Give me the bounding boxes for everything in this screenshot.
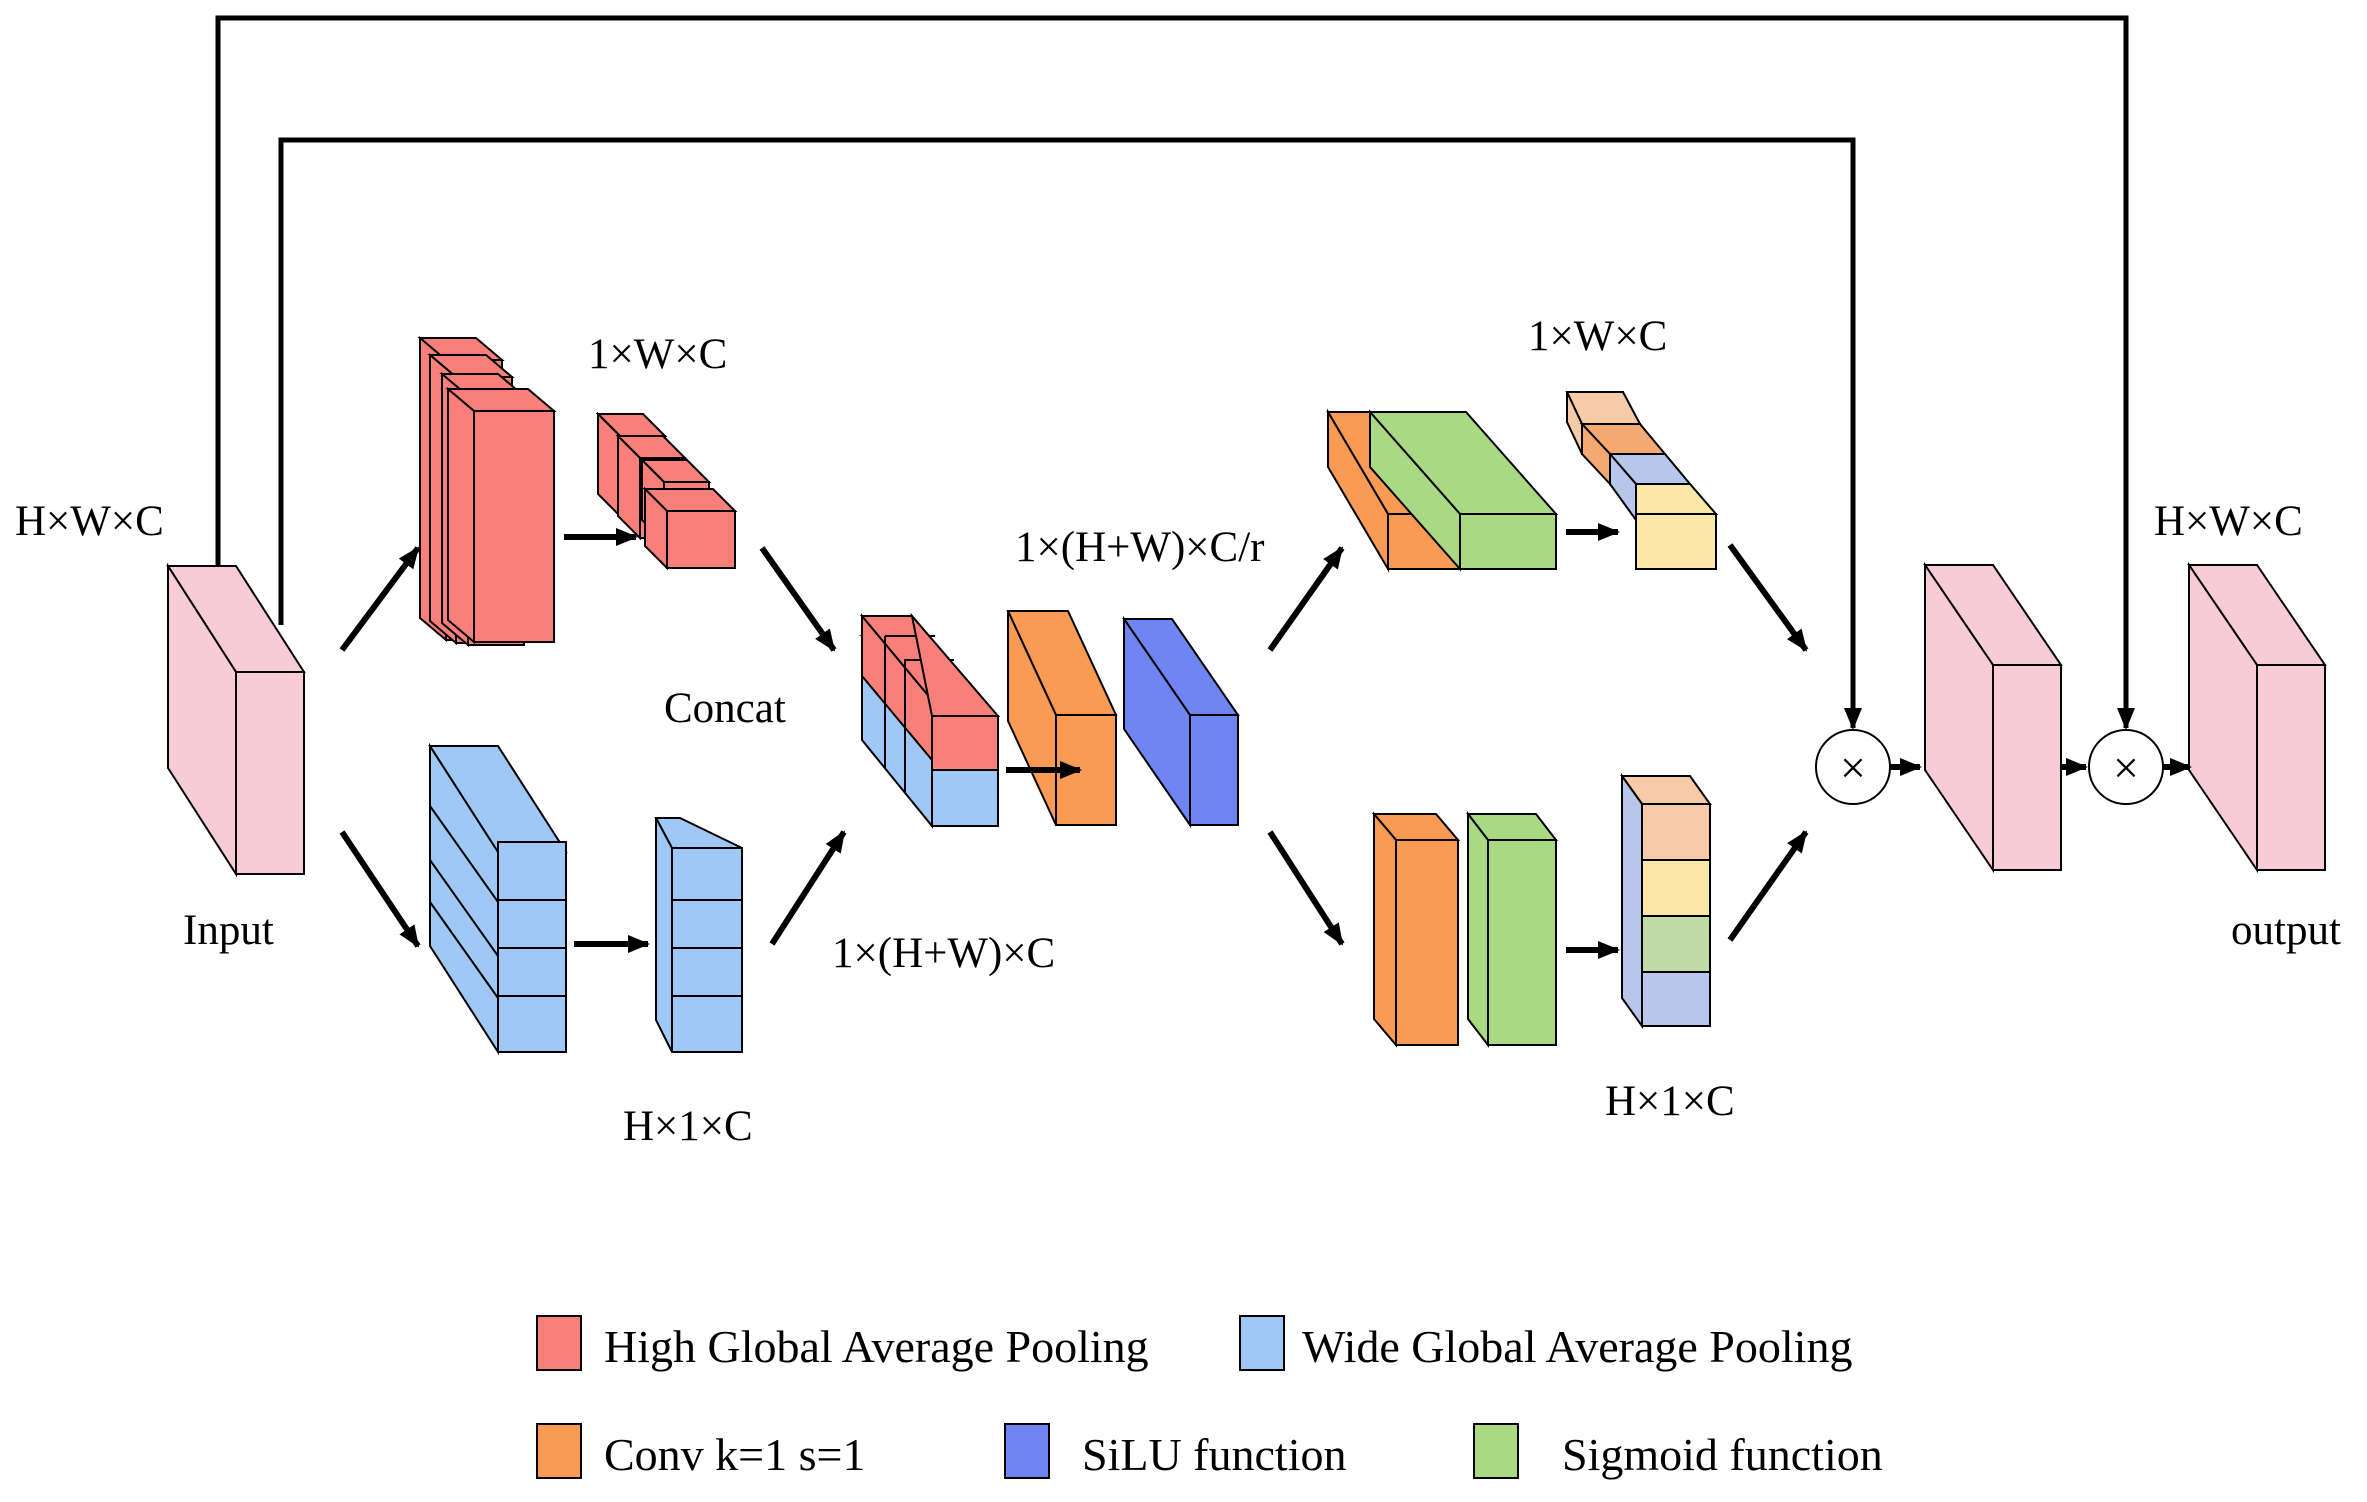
input-block bbox=[166, 562, 306, 878]
arrow-conv-to-bottom-branch bbox=[1267, 830, 1345, 946]
top-branch-dims-label: 1×W×C bbox=[1528, 313, 1667, 360]
legend-label-silu: SiLU function bbox=[1082, 1429, 1346, 1480]
arrow-top-output-to-multiply bbox=[1727, 543, 1809, 652]
skip-connection-outer bbox=[215, 15, 2135, 730]
intermediate-block-front bbox=[1992, 664, 2062, 871]
top-branch-output-top-3 bbox=[1635, 483, 1719, 515]
top-pool-dims-label: 1×W×C bbox=[588, 331, 727, 378]
arrow-top-vector-to-concat bbox=[759, 546, 837, 652]
concat-block-front-blue bbox=[931, 769, 999, 827]
bottom-pooled-vector bbox=[654, 817, 743, 1053]
top-sigmoid-block-front bbox=[1459, 513, 1557, 570]
legend-label-conv: Conv k=1 s=1 bbox=[604, 1429, 865, 1480]
bottom-conv-block-front bbox=[1395, 839, 1459, 1046]
legend-label-hgap: High Global Average Pooling bbox=[604, 1321, 1149, 1372]
intermediate-block bbox=[1923, 561, 2063, 874]
bottom-sigmoid-block bbox=[1465, 811, 1559, 1048]
legend-swatch-wgap bbox=[1239, 1315, 1285, 1371]
input-label: Input bbox=[183, 907, 274, 954]
multiply-symbol: × bbox=[1840, 742, 1866, 793]
bottom-pool-feature-row-2 bbox=[497, 947, 567, 997]
top-pooled-vector-slice-3 bbox=[642, 486, 738, 571]
arrow-bottom-output-to-multiply bbox=[1727, 830, 1809, 942]
legend-swatch-conv bbox=[536, 1423, 582, 1479]
bottom-pool-feature-row-1 bbox=[497, 899, 567, 949]
bottom-pool-feature bbox=[428, 742, 568, 1056]
bottom-pool-dims-label: H×1×C bbox=[623, 1103, 753, 1150]
bottom-pooled-vector-row-0 bbox=[671, 847, 743, 901]
bottom-pool-feature-depth-line-0 bbox=[429, 805, 499, 903]
legend-swatch-hgap bbox=[536, 1315, 582, 1371]
bottom-branch-dims-label: H×1×C bbox=[1605, 1078, 1735, 1125]
concat-dims-label: 1×(H+W)×C bbox=[832, 930, 1055, 977]
bottom-branch-output-seg-2 bbox=[1641, 915, 1711, 973]
bottom-branch-output-side bbox=[1621, 772, 1643, 1030]
silu-block-front bbox=[1189, 714, 1239, 826]
bottom-pool-feature-depth-line-2 bbox=[429, 901, 499, 999]
top-pool-feature-slice-3-side bbox=[447, 386, 475, 645]
input-dims-label: H×W×C bbox=[15, 498, 164, 545]
top-sigmoid-block bbox=[1367, 409, 1559, 572]
arrow-input-to-top-pool bbox=[339, 546, 421, 652]
bottom-branch-output-seg-3 bbox=[1641, 971, 1711, 1027]
concat-block-front-red bbox=[931, 715, 999, 771]
bottom-pool-feature-depth-line-1 bbox=[429, 859, 499, 957]
bottom-pooled-vector-row-3 bbox=[671, 995, 743, 1053]
concat-block bbox=[859, 612, 1001, 829]
top-branch-output bbox=[1565, 391, 1719, 570]
multiply-node-1: × bbox=[1815, 729, 1891, 805]
bottom-pooled-vector-row-2 bbox=[671, 947, 743, 997]
bottom-sigmoid-block-front bbox=[1487, 839, 1557, 1046]
legend-swatch-sigmoid bbox=[1473, 1423, 1519, 1479]
legend: High Global Average Pooling Wide Global … bbox=[536, 1315, 1883, 1480]
bottom-pooled-vector-side bbox=[655, 817, 673, 1053]
legend-label-sigmoid: Sigmoid function bbox=[1562, 1429, 1883, 1480]
legend-swatch-silu bbox=[1004, 1423, 1050, 1479]
top-pool-feature-slice-3-front bbox=[473, 410, 555, 643]
top-pool-feature-slice-3 bbox=[445, 386, 557, 645]
concat-label: Concat bbox=[664, 685, 786, 732]
silu-block bbox=[1122, 615, 1240, 829]
input-block-front bbox=[235, 671, 305, 875]
multiply-node-2: × bbox=[2088, 729, 2164, 805]
bottom-branch-output-seg-0 bbox=[1641, 803, 1711, 861]
arrow-bottom-vector-to-concat bbox=[769, 830, 847, 946]
bottom-branch-output-seg-1 bbox=[1641, 859, 1711, 917]
skip-connection-inner bbox=[278, 137, 1862, 730]
reduced-dims-label: 1×(H+W)×C/r bbox=[1015, 524, 1264, 571]
conv-block bbox=[1006, 610, 1118, 826]
bottom-conv-block-side bbox=[1373, 811, 1397, 1048]
bottom-pool-feature-row-3 bbox=[497, 995, 567, 1053]
output-dims-label: H×W×C bbox=[2154, 498, 2303, 545]
output-block-front bbox=[2256, 664, 2326, 871]
bottom-branch-output bbox=[1620, 772, 1712, 1030]
bottom-sigmoid-block-side bbox=[1467, 811, 1489, 1048]
legend-label-wgap: Wide Global Average Pooling bbox=[1302, 1321, 1852, 1372]
arrow-input-to-bottom-pool bbox=[339, 830, 421, 948]
bottom-pooled-vector-row-1 bbox=[671, 899, 743, 949]
output-block bbox=[2187, 561, 2327, 874]
flow-arrows bbox=[215, 15, 2192, 959]
bottom-pool-feature-row-0 bbox=[497, 841, 567, 901]
arrow-conv-to-top-branch bbox=[1267, 546, 1345, 652]
top-pooled-vector-slice-3-front bbox=[666, 510, 736, 569]
bottom-conv-block bbox=[1371, 811, 1461, 1048]
output-label: output bbox=[2231, 907, 2341, 954]
feature-blocks bbox=[166, 335, 2327, 1056]
concat-block-top-right bbox=[910, 612, 1001, 717]
top-branch-output-front bbox=[1635, 513, 1717, 570]
multiply-symbol: × bbox=[2113, 742, 2139, 793]
